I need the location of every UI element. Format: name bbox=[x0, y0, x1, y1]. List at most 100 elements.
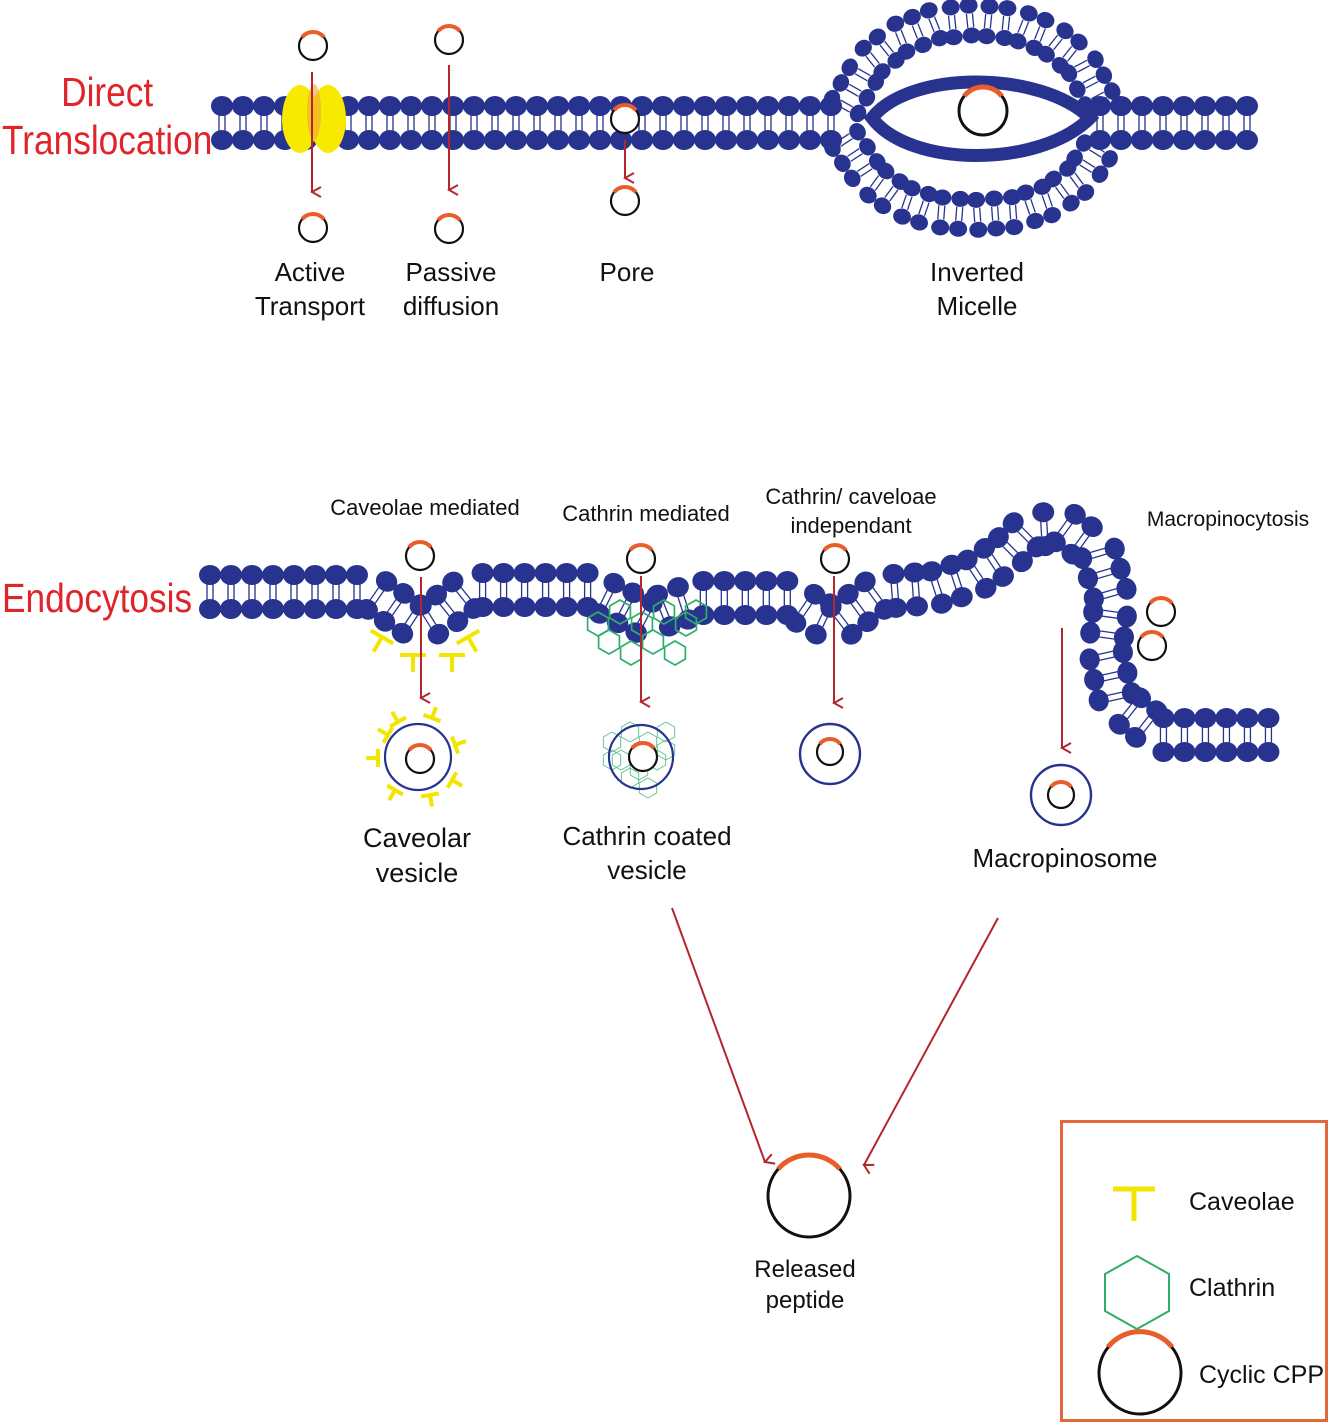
caveolae-icon bbox=[369, 628, 395, 653]
cyclic-cpp bbox=[609, 103, 641, 135]
label-line: Cathrin coated bbox=[562, 821, 732, 851]
label-released-peptide: Released peptide bbox=[754, 1254, 855, 1316]
caveolae-icon bbox=[439, 653, 465, 672]
clathrin-hexagon-icon bbox=[602, 731, 622, 753]
section-title-line: Endocytosis bbox=[2, 575, 193, 621]
label-cathrin-caveloae-independant: Cathrin/ caveloae independant bbox=[765, 483, 936, 540]
label-macropinocytosis: Macropinocytosis bbox=[1147, 506, 1309, 533]
cyclic-cpp bbox=[404, 540, 436, 572]
membrane-endocytosis bbox=[199, 502, 1280, 762]
cyclic-cpp bbox=[1046, 780, 1076, 810]
cyclic-cpp bbox=[625, 543, 657, 575]
legend-symbols bbox=[1097, 1186, 1183, 1416]
label-inverted-micelle: Inverted Micelle bbox=[930, 256, 1024, 324]
clathrin-hexagon-icon bbox=[663, 640, 687, 666]
membranes bbox=[199, 0, 1280, 762]
label-line: Released bbox=[754, 1256, 856, 1283]
caveolae-icon bbox=[376, 726, 395, 744]
cyclic-cpp bbox=[609, 185, 641, 217]
clathrin-hexagon-icon bbox=[641, 629, 665, 655]
cyclic-cpp bbox=[433, 213, 465, 245]
clathrin-hexagon-icon bbox=[656, 739, 676, 761]
arrows bbox=[312, 65, 1062, 1165]
micelle-inner-layer bbox=[863, 75, 1100, 162]
clathrin-hexagon-icon bbox=[608, 599, 632, 625]
clathrin-hexagon-icon bbox=[620, 721, 640, 743]
legend: Caveolae Clathrin Cyclic CPP bbox=[1060, 1120, 1328, 1422]
clathrin-hexagon-icon bbox=[656, 721, 676, 743]
label-line: Passive bbox=[405, 257, 497, 287]
label-line: Cathrin mediated bbox=[562, 501, 730, 526]
caveolae-icon bbox=[445, 771, 464, 789]
micelle-lower bbox=[824, 123, 1118, 238]
caveolae-icon bbox=[389, 710, 407, 729]
cyclic-cpp bbox=[1136, 630, 1168, 662]
cyclic-cpp bbox=[297, 30, 329, 62]
section-title-line: Direct bbox=[61, 69, 154, 115]
clathrin-hexagon-icon bbox=[652, 599, 676, 625]
label-line: Pore bbox=[599, 257, 655, 287]
label-passive-diffusion: Passive diffusion bbox=[403, 256, 499, 324]
label-line: Caveolae mediated bbox=[330, 495, 520, 520]
caveolae-icon bbox=[455, 628, 481, 653]
peptides bbox=[297, 24, 1177, 1239]
label-line: Caveolar bbox=[362, 823, 472, 853]
label-line: Cathrin/ caveloae bbox=[765, 484, 937, 509]
transporter-protein bbox=[282, 84, 346, 153]
section-title-line: Translocation bbox=[2, 117, 213, 164]
cyclic-cpp bbox=[819, 543, 851, 575]
label-line: vesicle bbox=[607, 854, 687, 885]
clathrin-hexagon-icon bbox=[684, 599, 708, 625]
label-line: Macropinosome bbox=[972, 843, 1158, 873]
label-macropinosome: Macropinosome bbox=[973, 842, 1158, 876]
label-line: peptide bbox=[765, 1287, 845, 1315]
legend-label-caveolae: Caveolae bbox=[1189, 1188, 1295, 1216]
label-line: vesicle bbox=[375, 858, 459, 889]
vesicles bbox=[366, 706, 1093, 827]
caveolae-icon bbox=[1113, 1186, 1155, 1221]
clathrin-hexagon-icon bbox=[597, 629, 621, 655]
released-cyclic-cpp bbox=[766, 1152, 852, 1239]
label-caveolar-vesicle: Caveolar vesicle bbox=[363, 821, 471, 891]
label-line: Inverted bbox=[930, 257, 1024, 287]
legend-label-clathrin: Clathrin bbox=[1189, 1274, 1276, 1302]
label-caveolae-mediated: Caveolae mediated bbox=[330, 494, 520, 523]
caveolae-icon bbox=[366, 749, 380, 767]
macropinosome bbox=[1029, 763, 1093, 827]
caveolae-icon bbox=[386, 783, 404, 802]
legend-label-cyclic-cpp: Cyclic CPP bbox=[1199, 1361, 1325, 1389]
clathrin-hexagon-icon bbox=[619, 640, 643, 666]
cyclic-cpp-icon bbox=[1097, 1329, 1183, 1416]
section-title-endocytosis: Endocytosis bbox=[2, 574, 192, 622]
cyclic-cpp bbox=[433, 24, 465, 56]
cyclic-cpp bbox=[297, 212, 329, 244]
clathrin-hexagon-icon bbox=[638, 777, 658, 799]
membrane-direct-right bbox=[1089, 96, 1258, 150]
membrane-direct-left bbox=[211, 96, 842, 150]
label-line: Transport bbox=[254, 290, 366, 321]
cyclic-cpp bbox=[627, 741, 659, 773]
label-line: Macropinocytosis bbox=[1146, 508, 1310, 531]
label-line: diffusion bbox=[402, 290, 500, 321]
clathrin-hexagon-icon bbox=[1104, 1254, 1170, 1331]
label-line: Active bbox=[274, 257, 346, 287]
endocytic-vesicle bbox=[798, 722, 862, 786]
label-line: independant bbox=[790, 512, 912, 538]
label-line: Micelle bbox=[936, 290, 1018, 321]
caveolar-vesicle bbox=[383, 722, 453, 792]
section-title-direct-translocation: Direct Translocation bbox=[2, 68, 212, 165]
caveolae-icon bbox=[450, 735, 467, 755]
caveolae-icon bbox=[422, 706, 442, 723]
cyclic-cpp bbox=[815, 737, 845, 767]
cyclic-cpp bbox=[404, 743, 436, 775]
caveolae-icon bbox=[400, 653, 426, 672]
micelle-upper bbox=[823, 0, 1121, 123]
clathrin-hexagon-icon bbox=[674, 611, 698, 637]
arrow-to-released-left bbox=[671, 907, 765, 1162]
arrow-to-released-right bbox=[864, 917, 999, 1165]
caveolae-icon bbox=[420, 791, 440, 807]
label-cathrin-mediated: Cathrin mediated bbox=[562, 500, 730, 529]
cyclic-cpp bbox=[1145, 596, 1177, 628]
coat-proteins bbox=[369, 599, 708, 672]
